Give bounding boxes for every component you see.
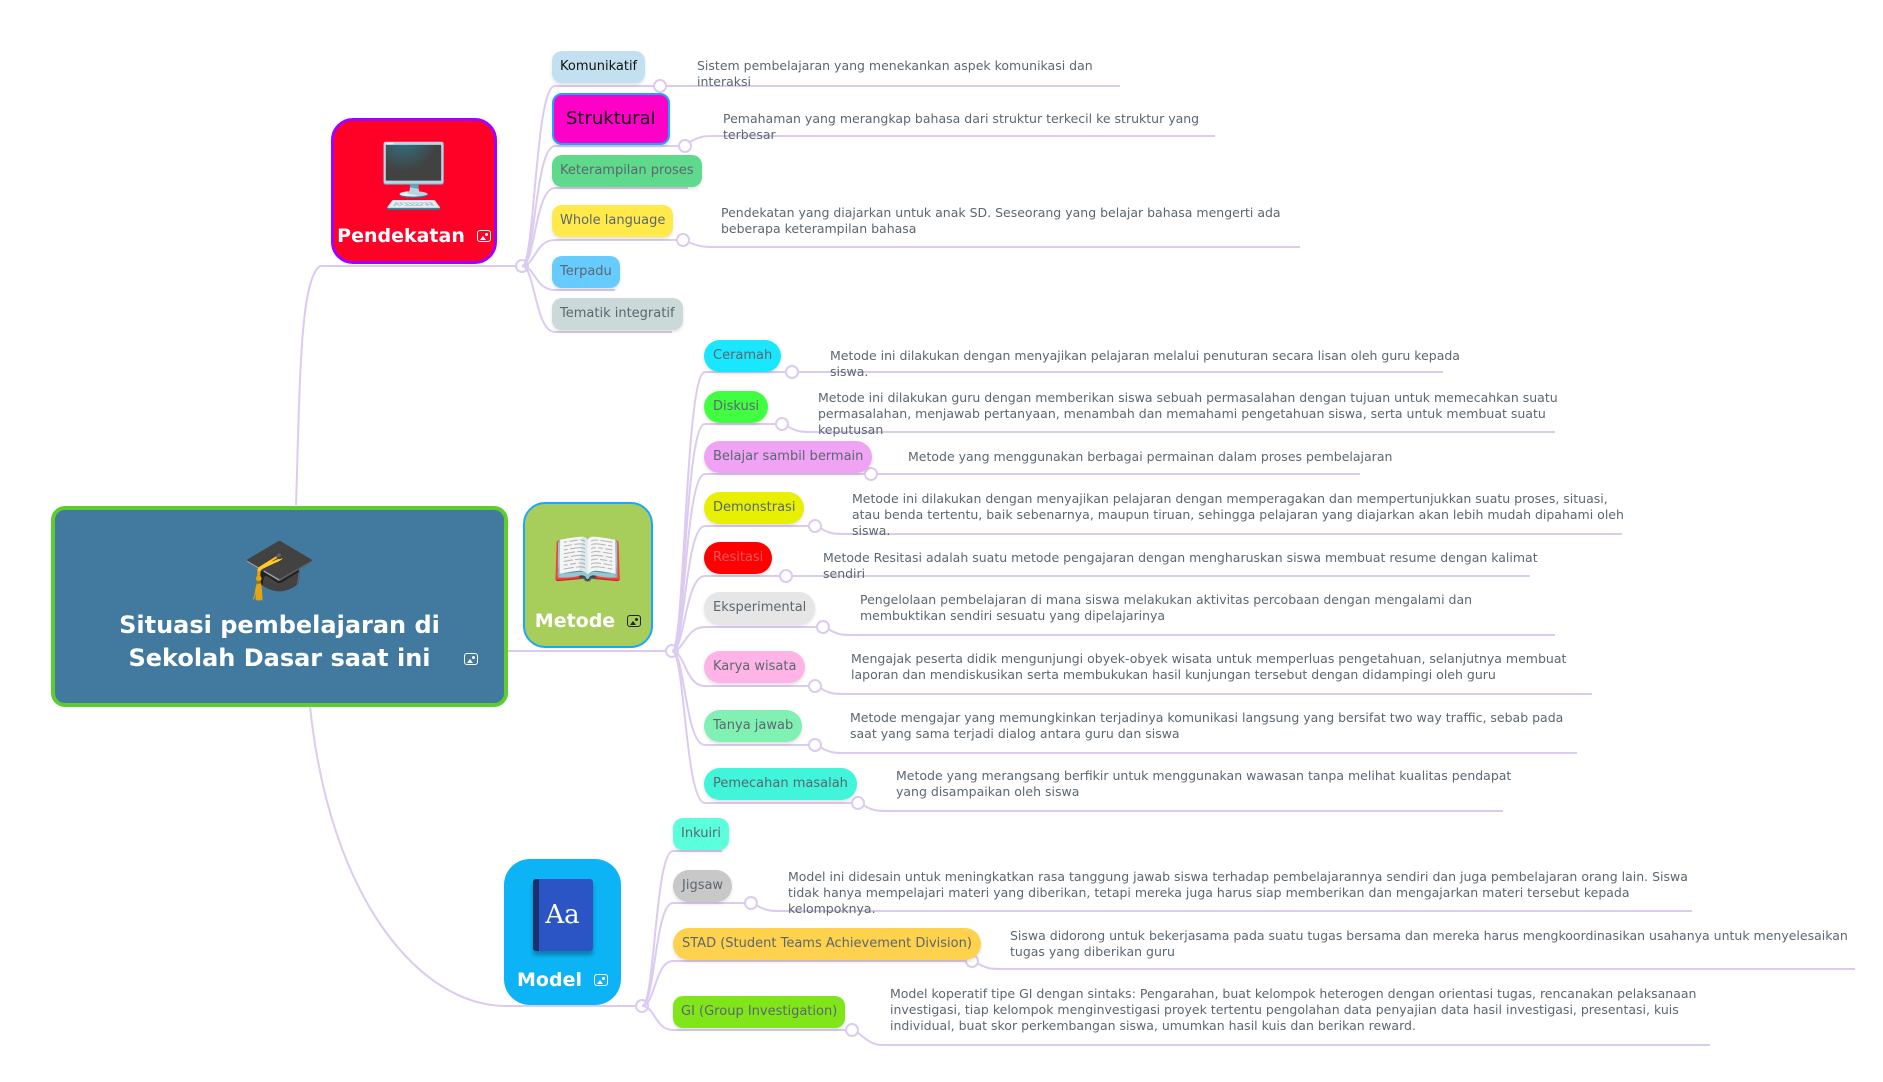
branch-label: Model [517, 969, 582, 991]
branch-pendekatan[interactable]: 🖥️ Pendekatan [331, 118, 497, 264]
node-pemecahan-masalah[interactable]: Pemecahan masalah [704, 768, 857, 800]
node-tematik-integratif[interactable]: Tematik integratif [552, 298, 683, 330]
desc-eksperimental: Pengelolaan pembelajaran di mana siswa m… [860, 592, 1473, 623]
branch-label: Pendekatan [337, 225, 465, 247]
node-tanya-jawab[interactable]: Tanya jawab [704, 710, 803, 742]
node-komunikatif[interactable]: Komunikatif [552, 51, 646, 83]
node-belajar-sambil-bermain[interactable]: Belajar sambil bermain [704, 441, 873, 473]
branch-label: Metode [534, 610, 616, 632]
node-ceramah[interactable]: Ceramah [704, 340, 782, 372]
node-jigsaw[interactable]: Jigsaw [673, 870, 733, 902]
desc-jigsaw: Model ini didesain untuk meningkatkan ra… [788, 869, 1688, 916]
desc-demonstrasi: Metode ini dilakukan dengan menyajikan p… [852, 491, 1624, 538]
image-icon[interactable] [476, 230, 491, 242]
desc-whole-language: Pendekatan yang diajarkan untuk anak SD.… [721, 205, 1281, 236]
branch-model[interactable]: Aa Model [504, 859, 621, 1005]
desc-diskusi: Metode ini dilakukan guru dengan memberi… [818, 390, 1558, 437]
node-struktural[interactable]: Struktural [552, 93, 670, 145]
root-title: Situasi pembelajaran di Sekolah Dasar sa… [119, 610, 440, 672]
desc-karya-wisata: Mengajak peserta didik mengunjungi obyek… [851, 651, 1567, 682]
node-eksperimental[interactable]: Eksperimental [704, 592, 816, 624]
desc-pemecahan-masalah: Metode yang merangsang berfikir untuk me… [896, 768, 1512, 799]
root-node[interactable]: 🎓 Situasi pembelajaran di Sekolah Dasar … [51, 506, 508, 707]
desc-gi: Model koperatif tipe GI dengan sintaks: … [890, 986, 1697, 1033]
desc-komunikatif: Sistem pembelajaran yang menekankan aspe… [697, 58, 1093, 89]
node-karya-wisata[interactable]: Karya wisata [704, 651, 806, 683]
desc-belajar-sambil-bermain: Metode yang menggunakan berbagai permain… [908, 449, 1393, 464]
node-terpadu[interactable]: Terpadu [552, 256, 620, 288]
desc-tanya-jawab: Metode mengajar yang memungkinkan terjad… [850, 710, 1564, 741]
desc-struktural: Pemahaman yang merangkap bahasa dari str… [723, 111, 1200, 142]
node-gi[interactable]: GI (Group Investigation) [673, 996, 846, 1028]
dictionary-book-icon: Aa [532, 879, 593, 951]
node-demonstrasi[interactable]: Demonstrasi [704, 492, 805, 524]
open-book-icon: 📖 [551, 525, 625, 593]
node-stad[interactable]: STAD (Student Teams Achievement Division… [673, 928, 981, 960]
desc-ceramah: Metode ini dilakukan dengan menyajikan p… [830, 348, 1460, 379]
image-icon[interactable] [627, 615, 642, 627]
node-diskusi[interactable]: Diskusi [704, 391, 769, 423]
branch-metode[interactable]: 📖 Metode [523, 502, 653, 648]
node-keterampilan-proses[interactable]: Keterampilan proses [552, 155, 702, 187]
monitor-icon: 🖥️ [375, 139, 453, 212]
desc-resitasi: Metode Resitasi adalah suatu metode peng… [823, 550, 1538, 581]
node-whole-language[interactable]: Whole language [552, 205, 674, 237]
graduation-cap-icon: 🎓 [242, 533, 317, 604]
node-resitasi[interactable]: Resitasi [704, 542, 773, 574]
image-icon[interactable] [464, 653, 478, 665]
desc-stad: Siswa didorong untuk bekerjasama pada su… [1010, 928, 1848, 959]
node-inkuiri[interactable]: Inkuiri [673, 818, 730, 850]
image-icon[interactable] [593, 974, 608, 986]
